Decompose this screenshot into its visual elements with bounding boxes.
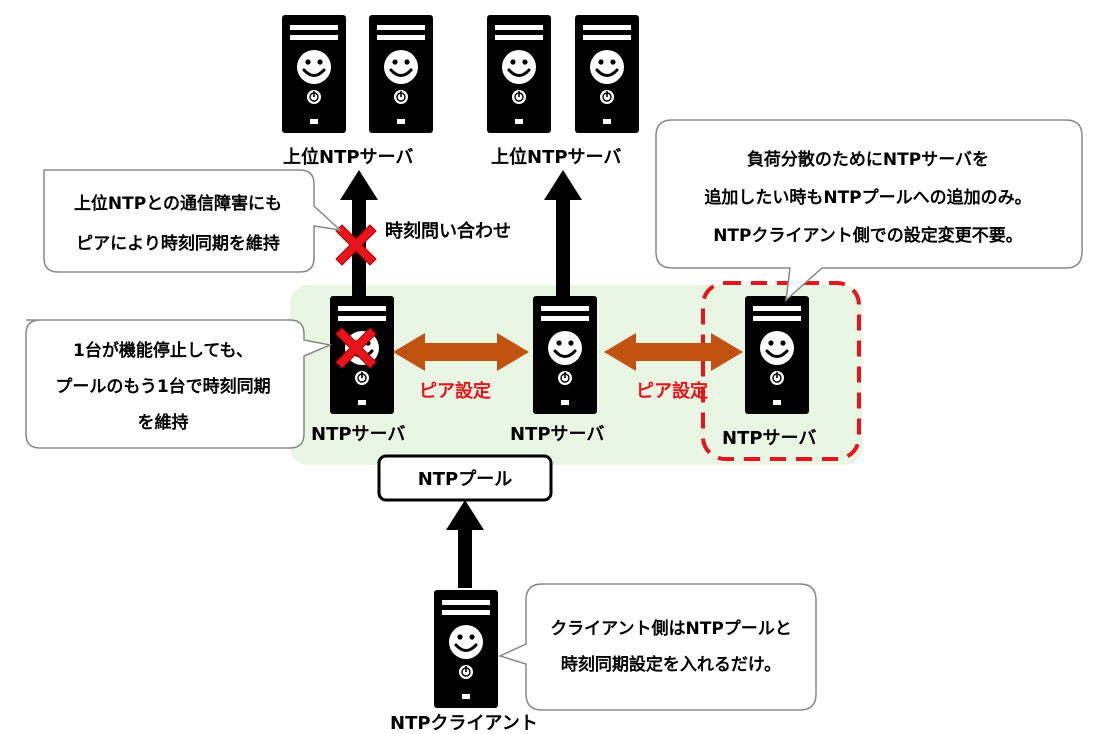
ntp-server-label: NTPサーバ: [510, 424, 604, 445]
callout-server-stop: 1台が機能停止しても、 プールのもう1台で時刻同期 を維持: [25, 319, 333, 449]
peer-arrow-1: [393, 333, 529, 371]
ntp-client-icon: [432, 588, 500, 710]
callout-text-line: 負荷分散のためにNTPサーバを: [747, 149, 989, 170]
upper-server-icon: [573, 13, 641, 135]
upper-server-label-left: 上位NTPサーバ: [283, 146, 413, 168]
callout-text-line: クライアント側はNTPプールと: [550, 618, 792, 639]
callout-text-line: 上位NTPとの通信障害にも: [74, 193, 282, 214]
peer-arrow-2: [604, 333, 743, 371]
callout-text-line: 1台が機能停止しても、: [73, 340, 253, 361]
upper-server-icon: [367, 13, 435, 135]
callout-text-line: ピアにより時刻同期を維持: [76, 233, 280, 254]
upper-server-icon: [280, 13, 348, 135]
callout-text-line: プールのもう1台で時刻同期: [55, 376, 270, 397]
callout-text-line: を維持: [138, 412, 189, 433]
callout-text-line: 時刻同期設定を入れるだけ。: [561, 654, 781, 675]
ntp-server-label: NTPサーバ: [311, 424, 405, 445]
query-arrow-right: [544, 170, 582, 296]
ntp-client-label: NTPクライアント: [390, 713, 538, 734]
ntp-server-icon: [531, 294, 599, 416]
ntp-server-icon: [743, 294, 811, 416]
ntp-server-label: NTPサーバ: [722, 428, 816, 449]
upper-server-label-right: 上位NTPサーバ: [491, 146, 621, 168]
callout-load-balance: 負荷分散のためにNTPサーバを 追加したい時もNTPプールへの追加のみ。 NTP…: [655, 119, 1083, 302]
upper-server-icon: [485, 13, 553, 135]
callout-text-line: NTPクライアント側での設定変更不要。: [713, 225, 1023, 246]
callout-text-line: 追加したい時もNTPプールへの追加のみ。: [704, 187, 1031, 208]
added-server-highlight: [701, 281, 861, 461]
peer-setting-label: ピア設定: [636, 380, 708, 402]
peer-setting-label: ピア設定: [419, 380, 491, 402]
callout-upstream-failure: 上位NTPとの通信障害にも ピアにより時刻同期を維持: [43, 169, 343, 273]
ntp-pool-label: NTPプール: [418, 468, 513, 490]
time-query-label: 時刻問い合わせ: [385, 220, 511, 242]
client-arrow: [446, 500, 484, 588]
callout-client-side: クライアント側はNTPプールと 時刻同期設定を入れるだけ。: [497, 583, 817, 711]
